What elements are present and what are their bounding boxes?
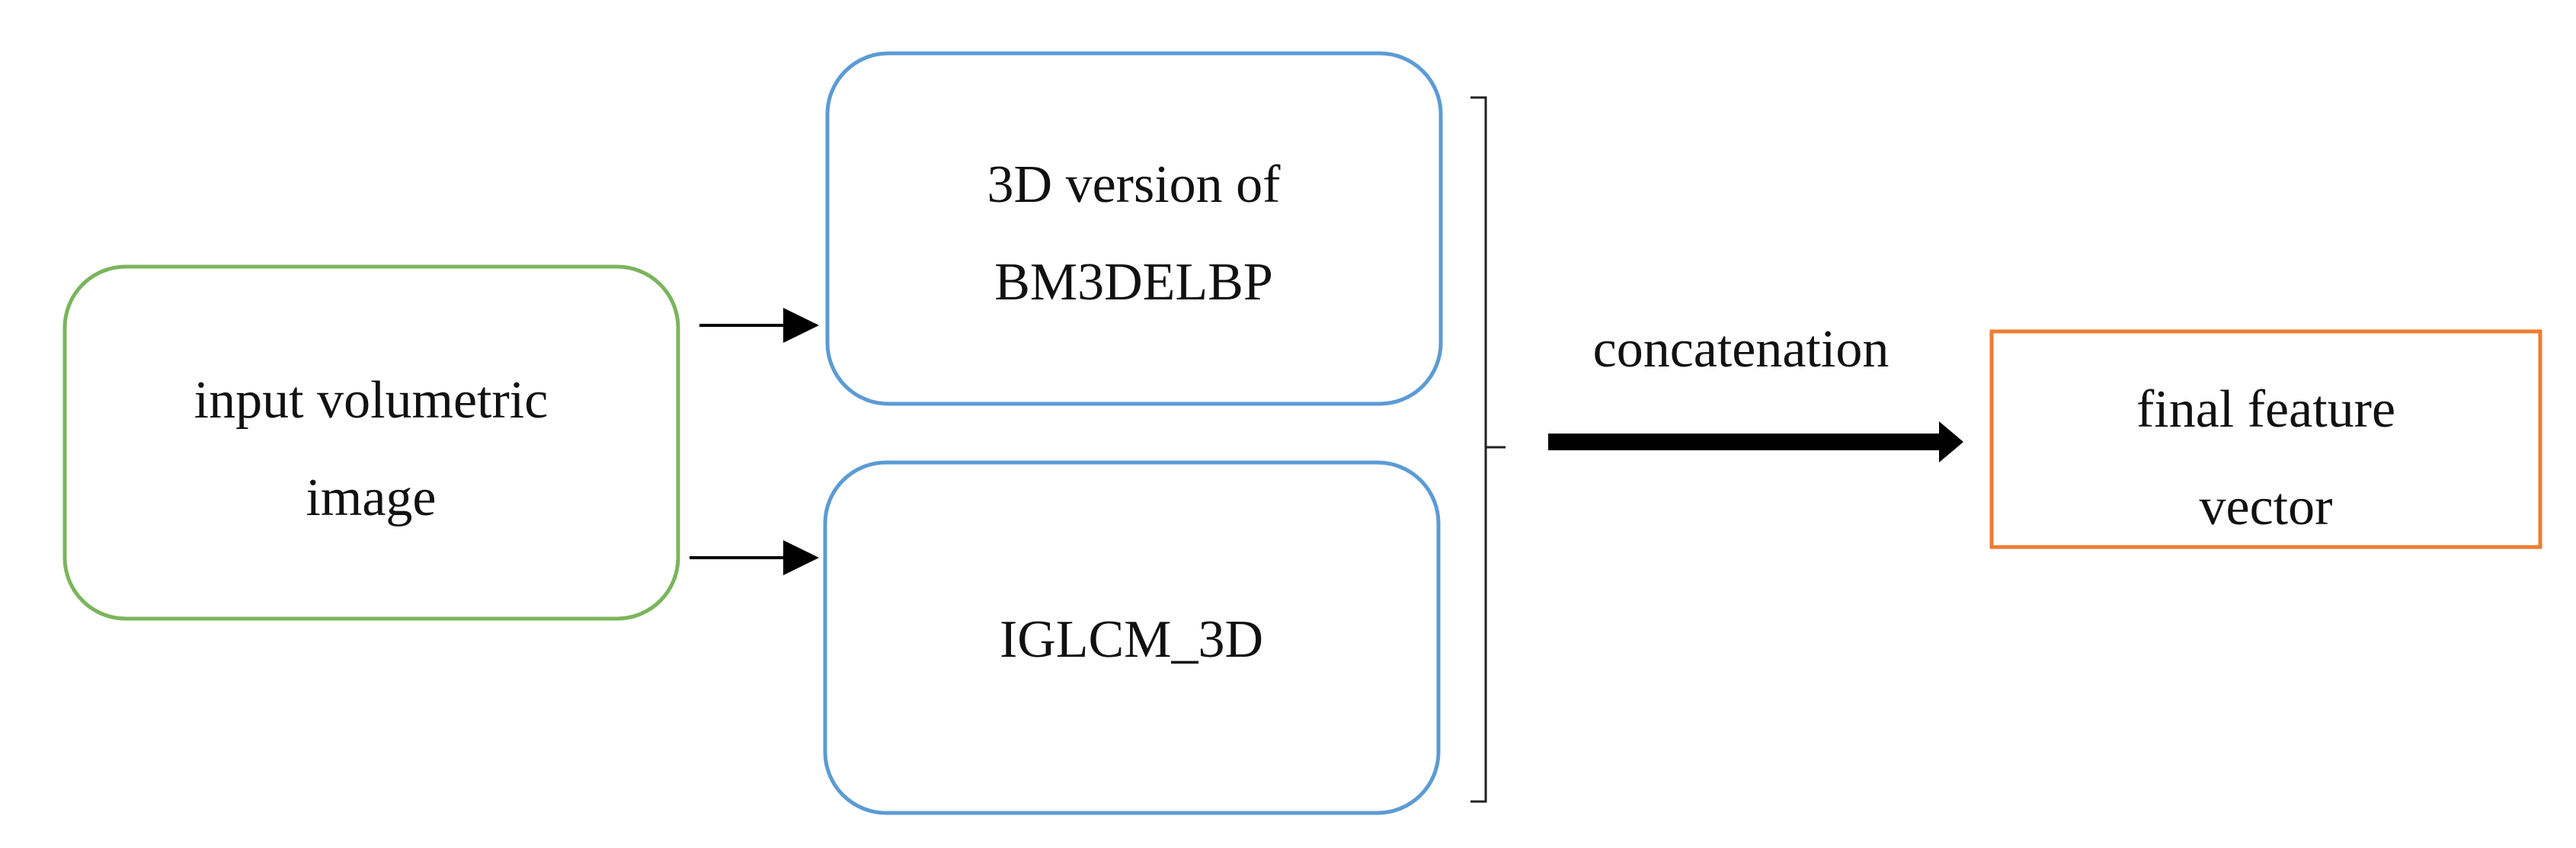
output-box-line1: final feature [2136, 380, 2395, 439]
input-volumetric-image-box: input volumetric image [62, 264, 680, 621]
input-box-line1: input volumetric [194, 371, 549, 430]
iglcm-3d-box: IGLCM_3D [823, 460, 1441, 815]
output-box-border [1989, 329, 2542, 549]
right-bracket [1470, 96, 1506, 803]
final-feature-vector-box: final feature vector [1989, 329, 2542, 549]
bm3delbp-box-line2: BM3DELBP [994, 253, 1273, 312]
bm3delbp-box-line1: 3D version of [987, 155, 1282, 214]
iglcm-box-line1: IGLCM_3D [1000, 610, 1263, 669]
concatenation-label: concatenation [1593, 320, 1890, 379]
arrow-input-to-bm3delbp [699, 308, 819, 343]
bm3delbp-box-border [825, 51, 1443, 406]
input-box-border [62, 264, 680, 621]
bm3delbp-box: 3D version of BM3DELBP [825, 51, 1443, 406]
iglcm-box-border [823, 460, 1441, 815]
concatenation-arrow [1548, 421, 1963, 462]
arrow-input-to-iglcm [690, 540, 819, 575]
input-box-line2: image [306, 469, 436, 527]
output-box-line2: vector [2200, 478, 2333, 536]
